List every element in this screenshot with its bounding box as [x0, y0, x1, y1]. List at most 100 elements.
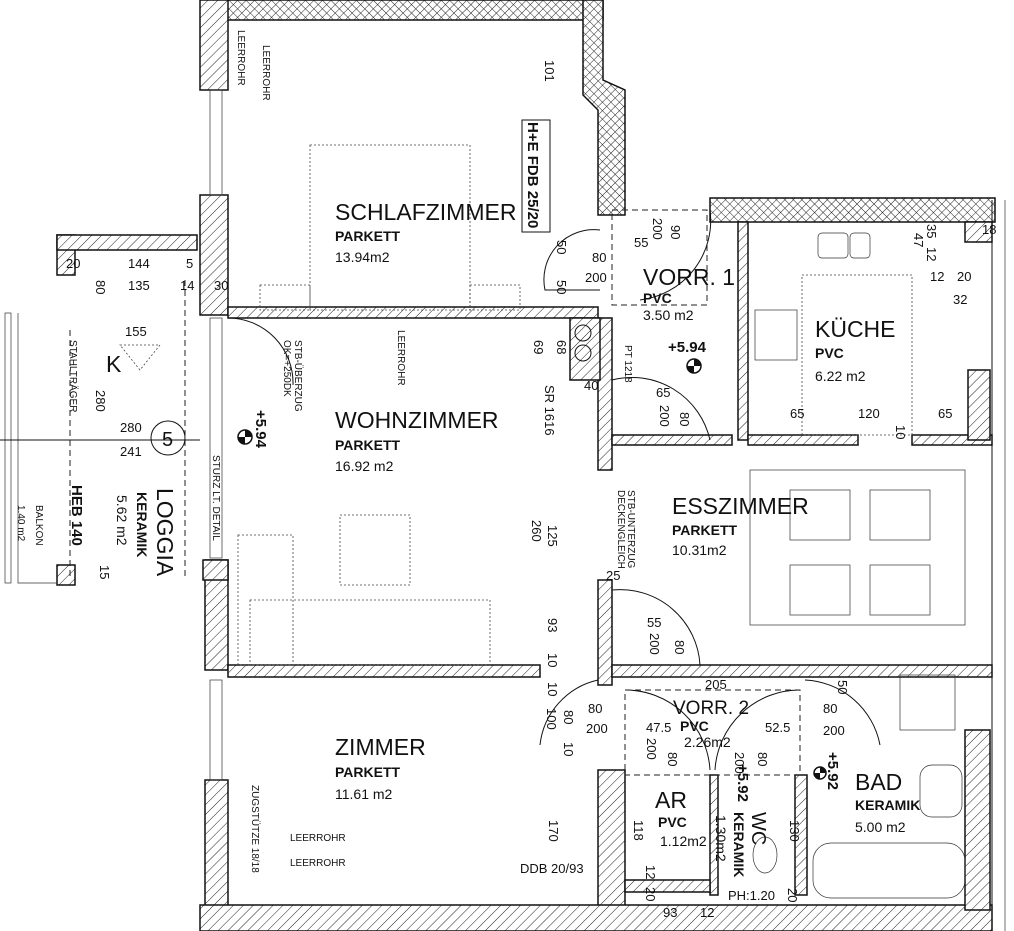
annotation-label: HEB 140	[68, 485, 85, 546]
room-floor: PARKETT	[335, 764, 401, 780]
dimension-label: 65	[938, 406, 952, 421]
dimension-label: 200	[647, 633, 662, 655]
room-area: 16.92 m2	[335, 458, 394, 474]
room-area: 10.31m2	[672, 542, 727, 558]
dimension-label: 65	[790, 406, 804, 421]
dimension-label: 35	[924, 224, 939, 238]
level-marker-icon	[237, 429, 253, 445]
annotation-label: STAHLTRÄGER	[67, 340, 79, 412]
dimension-label: 241	[120, 444, 142, 459]
dimension-label: 50	[554, 240, 569, 254]
fdb-box	[521, 119, 551, 233]
dimension-label: 50	[835, 680, 850, 694]
room-name: AR	[655, 787, 687, 813]
dimension-label: 12	[930, 269, 944, 284]
dimension-label: PH:1.20	[728, 888, 775, 903]
annotation-label: LEERROHR	[290, 833, 346, 844]
dimension-label: 101	[542, 60, 557, 82]
room-loggia: LOGGIA KERAMIK 5.62 m2 5	[114, 429, 178, 577]
dimension-label: 40	[584, 378, 598, 393]
room-area: 11.61 m2	[335, 786, 393, 802]
dimension-label: 80	[588, 701, 602, 716]
dimension-label: 135	[128, 278, 150, 293]
dimension-label: 80	[93, 280, 108, 294]
room-name: WOHNZIMMER	[335, 407, 499, 433]
dimension-label: 155	[125, 324, 147, 339]
dimension-label: 5	[186, 256, 193, 271]
dimension-label: 12	[924, 247, 939, 261]
room-name: KÜCHE	[815, 316, 896, 342]
dimension-label: 47.5	[646, 720, 671, 735]
room-name: LOGGIA	[152, 488, 178, 577]
dimension-label: 130	[787, 820, 802, 842]
dimension-label: 80	[755, 752, 770, 766]
dimension-label: 10	[561, 742, 576, 756]
room-name: WC	[747, 812, 769, 845]
loggia-number-circle	[150, 420, 186, 456]
dimension-label: 52.5	[765, 720, 790, 735]
dimension-label: 30	[214, 278, 228, 293]
dimension-label: 14	[180, 278, 194, 293]
dimension-label: 20	[957, 269, 971, 284]
dimension-label: 93	[545, 618, 560, 632]
fixtures	[0, 89, 1006, 931]
room-area: 13.94m2	[335, 249, 390, 265]
dimension-label: 55	[634, 235, 648, 250]
dimension-label: 10	[893, 425, 908, 439]
dimension-label: 200	[585, 270, 607, 285]
room-name: BAD	[855, 769, 902, 795]
dimension-label: 68	[554, 340, 569, 354]
room-name: ZIMMER	[335, 734, 426, 760]
annotation-label: H+E FDB 25/20	[524, 122, 541, 228]
dimension-label: 200	[650, 218, 665, 240]
annotation-label: SR 1616	[542, 385, 557, 436]
dimension-label: 200	[823, 723, 845, 738]
annotation-label: DECKENGLEICH	[615, 490, 626, 569]
dimension-label: 80	[561, 710, 576, 724]
room-floor: PVC	[680, 718, 709, 734]
dimension-label: 280	[93, 390, 108, 412]
room-area: 1.30m2	[713, 815, 729, 862]
dimension-label: 12	[700, 905, 714, 920]
room-zimmer: ZIMMER PARKETT 11.61 m2	[335, 734, 426, 802]
dimension-label: 47	[911, 233, 926, 247]
room-area: 5.00 m2	[855, 819, 906, 835]
room-esszimmer: ESSZIMMER PARKETT 10.31m2	[672, 493, 809, 558]
dimension-label: 65	[656, 385, 670, 400]
room-schlafzimmer: SCHLAFZIMMER PARKETT 13.94m2	[335, 199, 516, 265]
dimension-label: 200	[732, 752, 747, 774]
room-floor: KERAMIK	[731, 812, 747, 877]
annotation-label: LEERROHR	[260, 45, 271, 101]
dimension-label: 280	[120, 420, 142, 435]
dimension-label: 125	[545, 525, 560, 547]
dimension-label: 200	[644, 738, 659, 760]
annotation-label: LEERROHR	[290, 858, 346, 869]
dimension-label: 118	[631, 820, 646, 841]
dimension-label: 200	[586, 721, 608, 736]
dimension-label: 69	[531, 340, 546, 354]
annotation-label: LEERROHR	[235, 30, 246, 86]
room-wohnzimmer: WOHNZIMMER PARKETT 16.92 m2	[335, 407, 499, 474]
annotation-label: STB-UNTERZUG	[625, 490, 636, 569]
room-area: 6.22 m2	[815, 368, 866, 384]
room-floor: PARKETT	[335, 437, 401, 453]
dimension-label: 90	[668, 225, 683, 239]
room-floor: PARKETT	[672, 522, 738, 538]
dimension-label: 205	[705, 677, 727, 692]
dimension-label: 120	[858, 406, 880, 421]
room-wc: WC KERAMIK 1.30m2	[713, 812, 769, 877]
dimension-label: 55	[647, 615, 661, 630]
dimension-label: 80	[672, 640, 687, 654]
dimension-label: 20	[643, 887, 658, 901]
room-floor: PVC	[658, 814, 687, 830]
dimension-label: 15	[97, 565, 112, 579]
dimension-label: 260	[529, 520, 544, 542]
annotation-label: BALKON	[33, 505, 44, 546]
room-floor: KERAMIK	[134, 492, 150, 557]
level-marker-icon	[813, 766, 827, 780]
room-vorr1: VORR. 1 PVC 3.50 m2	[643, 264, 735, 323]
room-floor: PVC	[815, 345, 844, 361]
room-name: VORR. 2	[673, 698, 749, 719]
